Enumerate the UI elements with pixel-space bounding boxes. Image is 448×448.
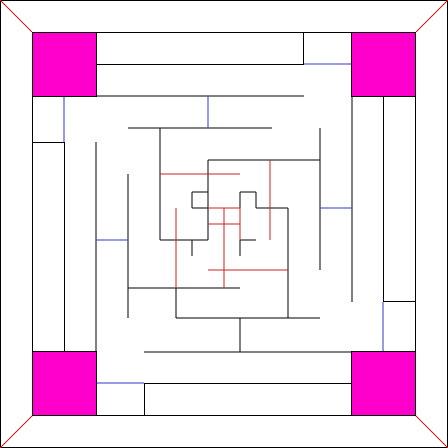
corner-diagonal [0,415,33,448]
left-bar [32,142,65,353]
bottom-bar [144,383,352,416]
corner-block-bottom-left [32,351,97,416]
corner-diagonal [415,0,448,33]
corner-diagonal [0,0,33,33]
corner-block-bottom-right [351,351,416,416]
corner-block-top-right [351,32,416,97]
corner-diagonal [415,415,448,448]
top-bar [96,32,304,65]
right-bar [383,96,416,302]
corner-block-top-left [32,32,97,97]
